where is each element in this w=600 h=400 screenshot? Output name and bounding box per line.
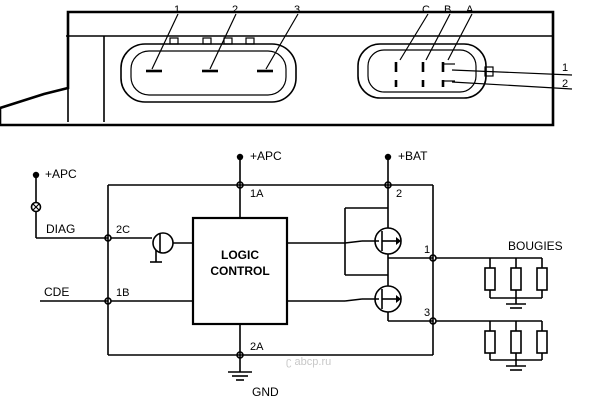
apc-top-label: +APC — [250, 149, 282, 163]
pin-2a-label: 2A — [250, 341, 264, 353]
right-connector-pin-a: A — [466, 4, 474, 16]
right-connector-pin-c: C — [422, 4, 430, 16]
right-connector-side-pin-2: 2 — [562, 78, 568, 90]
schematic: +APC DIAG 2C CDE 1B +APC 1A LOGIC CONTRO… — [30, 149, 563, 399]
bat-label: +BAT — [398, 149, 428, 163]
gnd-label: GND — [252, 385, 279, 399]
pin-3-label: 3 — [424, 307, 430, 319]
cde-label: CDE — [44, 285, 69, 299]
apc-top-terminal — [236, 153, 244, 161]
pin-2c-label: 2C — [116, 224, 130, 236]
right-connector-side-pin-1: 1 — [562, 62, 568, 74]
node-1a — [236, 181, 244, 189]
left-connector-pin-3: 3 — [294, 4, 300, 16]
mosfet-2-icon — [362, 275, 402, 321]
relay-housing — [0, 10, 555, 127]
apc-left-label: +APC — [45, 167, 77, 181]
left-connector-pin-1: 1 — [174, 4, 180, 16]
pin-2-label: 2 — [396, 188, 402, 200]
glow-plug-icon — [484, 330, 496, 354]
diag-label: DIAG — [46, 222, 75, 236]
glow-plug-icon — [536, 267, 548, 291]
glow-plug-group-1 — [436, 257, 548, 309]
logic-control-line1: LOGIC — [221, 248, 259, 262]
apc-left-terminal — [32, 171, 40, 179]
right-connector-pin-b: B — [444, 4, 451, 16]
mosfet-1-icon — [362, 208, 402, 275]
pin-1-label: 1 — [424, 244, 430, 256]
glow-plug-icon — [536, 330, 548, 354]
node-2a — [236, 351, 244, 359]
glow-plug-icon — [510, 267, 522, 291]
logic-control-block — [191, 216, 289, 326]
logic-control-line2: CONTROL — [210, 264, 269, 278]
glow-plug-icon — [484, 267, 496, 291]
glow-plug-icon — [510, 330, 522, 354]
left-connector-pin-2: 2 — [232, 4, 238, 16]
pin-1b-label: 1B — [116, 287, 129, 299]
right-connector: C B A 1 2 — [357, 4, 573, 99]
bat-terminal — [384, 153, 392, 161]
left-connector: 1 2 3 — [120, 4, 300, 103]
bougies-label: BOUGIES — [508, 239, 563, 253]
glow-plug-group-2 — [436, 320, 548, 371]
pin-1a-label: 1A — [250, 188, 264, 200]
diag-lamp-icon — [30, 201, 42, 213]
watermark: ʗ abcp.ru — [286, 356, 331, 368]
node-2 — [384, 181, 392, 189]
